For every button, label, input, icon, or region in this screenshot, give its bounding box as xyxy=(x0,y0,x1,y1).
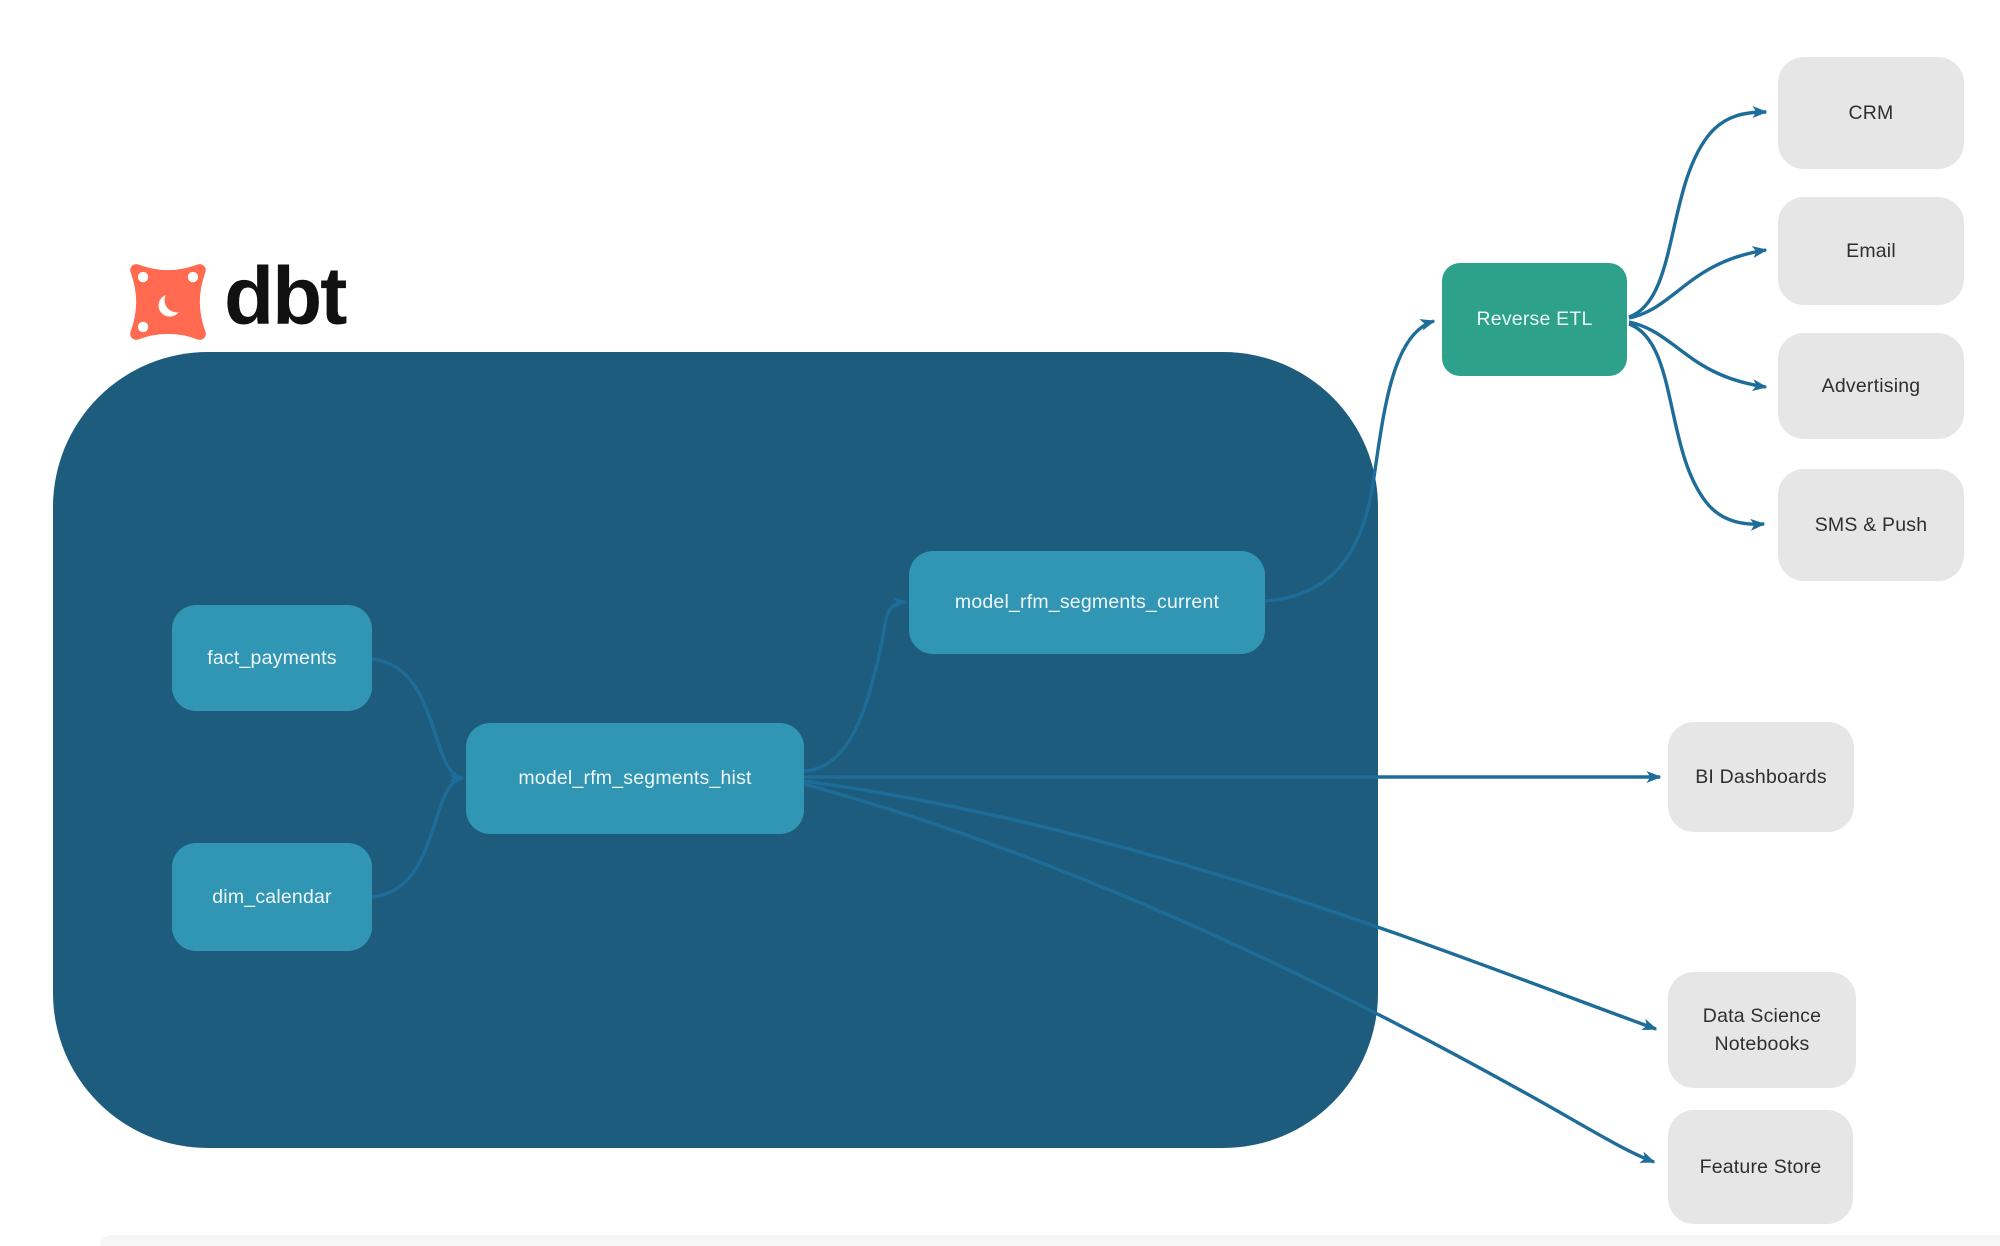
node-dim-calendar: dim_calendar xyxy=(172,843,372,951)
node-dim-calendar-label: dim_calendar xyxy=(212,885,332,908)
node-reverse-etl: Reverse ETL xyxy=(1442,263,1627,376)
node-fact-payments-label: fact_payments xyxy=(207,646,337,669)
edge-reverse-etl-to-crm xyxy=(1628,106,1768,319)
node-advertising: Advertising xyxy=(1778,333,1964,439)
node-model-rfm-segments-hist-label: model_rfm_segments_hist xyxy=(518,767,752,790)
node-fact-payments: fact_payments xyxy=(172,605,372,711)
node-email-label: Email xyxy=(1846,239,1896,262)
node-bi-dashboards-label: BI Dashboards xyxy=(1695,765,1827,788)
bottom-partial-card xyxy=(100,1235,2000,1246)
edge-reverse-etl-to-advertising xyxy=(1628,320,1768,392)
node-sms-push: SMS & Push xyxy=(1778,469,1964,581)
node-bi-dashboards: BI Dashboards xyxy=(1668,722,1854,832)
node-crm: CRM xyxy=(1778,57,1964,169)
node-advertising-label: Advertising xyxy=(1821,374,1921,397)
dbt-logo-text: dbt xyxy=(224,251,347,342)
edge-reverse-etl-to-sms-push xyxy=(1628,322,1766,531)
node-crm-label: CRM xyxy=(1848,101,1894,124)
node-model-rfm-segments-hist: model_rfm_segments_hist xyxy=(466,723,804,834)
node-data-science-notebooks: Data Science Notebooks xyxy=(1668,972,1856,1088)
dbt-logo-icon xyxy=(130,264,206,340)
node-model-rfm-segments-current-label: model_rfm_segments_current xyxy=(954,591,1220,614)
dbt-logo: dbt xyxy=(122,251,347,346)
node-sms-push-label: SMS & Push xyxy=(1814,513,1928,536)
node-feature-store: Feature Store xyxy=(1668,1110,1853,1224)
node-feature-store-label: Feature Store xyxy=(1699,1155,1822,1178)
node-data-science-notebooks-label: Data Science Notebooks xyxy=(1702,1004,1822,1055)
edge-reverse-etl-to-email xyxy=(1628,246,1768,320)
node-email: Email xyxy=(1778,197,1964,305)
node-reverse-etl-label: Reverse ETL xyxy=(1476,308,1593,331)
node-model-rfm-segments-current: model_rfm_segments_current xyxy=(909,551,1265,654)
